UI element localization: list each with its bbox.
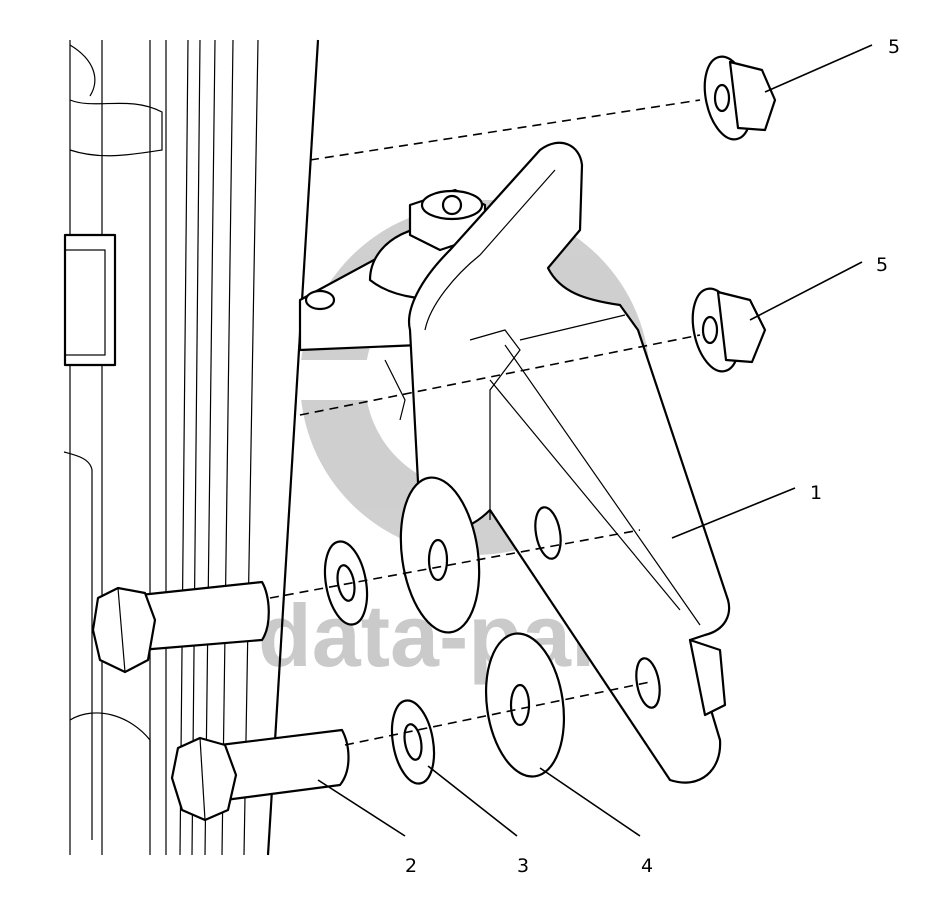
- flange-nut-lower: [691, 287, 767, 373]
- callout-1: 1: [810, 482, 823, 504]
- leader-lines: [317, 44, 873, 837]
- bolt-lower: [170, 728, 350, 822]
- flange-nut-upper: [703, 55, 777, 141]
- assembly-axes: [269, 99, 701, 746]
- washer-upper: [399, 476, 481, 634]
- callout-2: 2: [405, 855, 418, 877]
- callout-5-lower: 5: [876, 254, 889, 276]
- callout-3: 3: [517, 855, 530, 877]
- bracket-part-1: [407, 141, 731, 784]
- callout-4: 4: [641, 855, 654, 877]
- lock-washer-upper: [323, 540, 369, 626]
- flat-washer: [484, 632, 566, 778]
- door-frame: [63, 39, 320, 856]
- bolt-upper: [91, 580, 270, 674]
- callout-5-upper: 5: [888, 36, 901, 58]
- lock-washer-lower: [390, 699, 436, 785]
